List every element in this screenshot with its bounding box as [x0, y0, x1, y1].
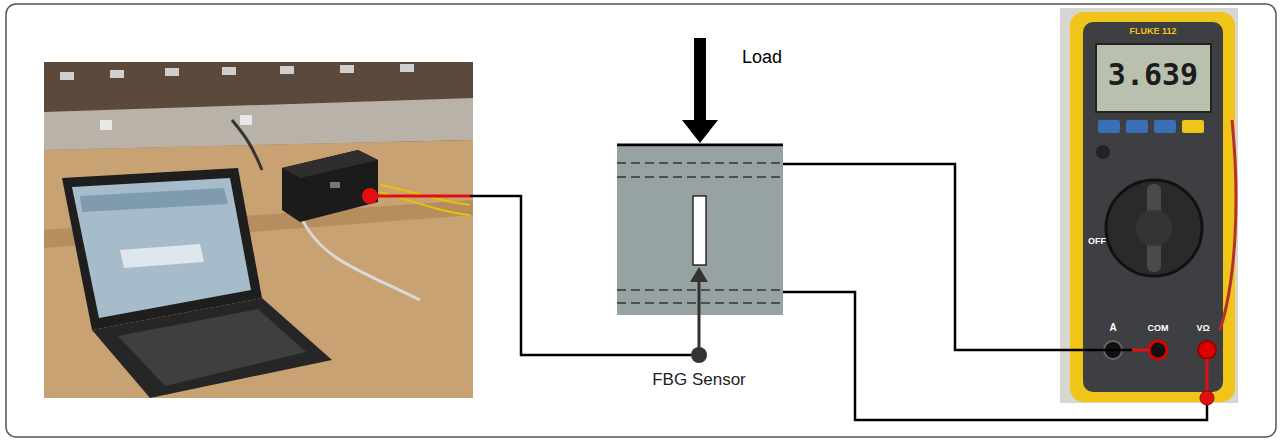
figure-frame [6, 4, 1276, 437]
load-arrow [682, 38, 718, 143]
terminal-label: COM [1148, 323, 1169, 333]
terminal-label: VΩ [1196, 323, 1209, 333]
laptop-photo [44, 62, 473, 398]
terminal-label: A [1109, 322, 1116, 334]
brand-label: FLUKE 112 [1129, 26, 1176, 36]
load-label: Load [742, 47, 782, 68]
multimeter-photo [1060, 8, 1238, 403]
display-reading: 3.639 [1108, 58, 1198, 93]
switch-position-label: OFF [1088, 236, 1106, 246]
sensor-label: FBG Sensor [652, 370, 746, 390]
sensor-pointer [690, 267, 708, 363]
wires [362, 164, 1214, 420]
